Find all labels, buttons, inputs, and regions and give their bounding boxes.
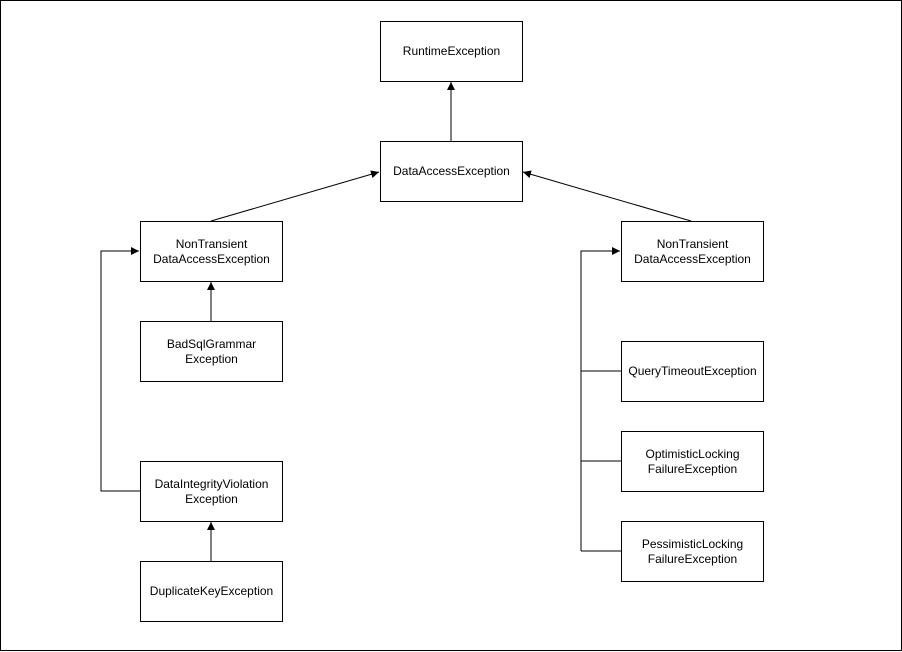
query-timeout-node: QueryTimeoutException — [621, 341, 764, 402]
pessimistic-locking-node: PessimisticLocking FailureException — [621, 521, 764, 582]
edge-right-children-to-non-transient — [580, 247, 620, 551]
right-non-transient-node: NonTransient DataAccessException — [621, 221, 764, 282]
runtime-exception-node: RuntimeException — [380, 21, 523, 82]
duplicate-key-node: DuplicateKeyException — [140, 561, 283, 622]
edge-left-non-transient-to-data-access — [210, 170, 380, 222]
data-integrity-violation-node: DataIntegrityViolation Exception — [140, 461, 283, 522]
edge-data-integrity-to-non-transient — [100, 247, 140, 492]
bad-sql-grammar-node: BadSqlGrammar Exception — [140, 321, 283, 382]
left-non-transient-node: NonTransient DataAccessException — [140, 221, 283, 282]
data-access-exception-node: DataAccessException — [380, 141, 523, 202]
edge-right-non-transient-to-data-access — [522, 170, 692, 222]
optimistic-locking-node: OptimisticLocking FailureException — [621, 431, 764, 492]
